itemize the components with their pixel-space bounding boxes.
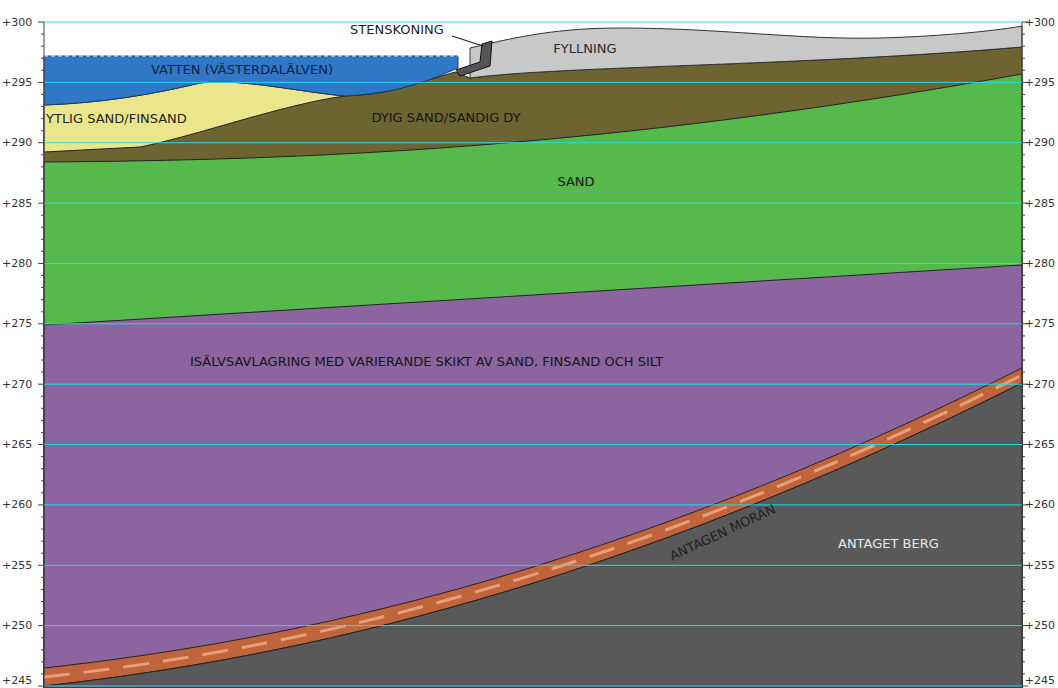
- tick-mark: [38, 504, 44, 505]
- tick-mark: [38, 444, 44, 445]
- layer-label: YTLIG SAND/FINSAND: [46, 112, 187, 125]
- tick-mark: [38, 323, 44, 324]
- tick-mark: [38, 263, 44, 264]
- elevation-label: +245: [2, 675, 32, 686]
- elevation-label: +295: [2, 77, 32, 88]
- tick-mark: [38, 686, 44, 687]
- grid-line: [44, 82, 1022, 83]
- grid-line: [44, 565, 1022, 566]
- water-body: [44, 56, 458, 105]
- grid-line: [44, 22, 1022, 23]
- elevation-label: +295: [1025, 77, 1055, 88]
- elevation-label: +275: [1025, 318, 1055, 329]
- elevation-label: +300: [1025, 17, 1055, 28]
- tick-mark: [38, 565, 44, 566]
- callout-label: STENSKONING: [350, 23, 444, 36]
- tick-mark: [38, 384, 44, 385]
- grid-line: [44, 263, 1022, 264]
- elevation-label: +290: [1025, 137, 1055, 148]
- grid-line: [44, 504, 1022, 505]
- grid-line: [44, 203, 1022, 204]
- fill-layer: [470, 26, 1022, 78]
- elevation-label: +285: [2, 198, 32, 209]
- elevation-label: +270: [2, 379, 32, 390]
- elevation-label: +280: [1025, 258, 1055, 269]
- elevation-label: +285: [1025, 198, 1055, 209]
- elevation-label: +245: [1025, 675, 1055, 686]
- elevation-grid: [38, 22, 1028, 686]
- grid-line: [44, 323, 1022, 324]
- elevation-label: +255: [2, 560, 32, 571]
- elevation-label: +265: [2, 439, 32, 450]
- elevation-label: +250: [1025, 620, 1055, 631]
- elevation-label: +270: [1025, 379, 1055, 390]
- layer-label: VATTEN (VÄSTERDALÄLVEN): [151, 63, 333, 76]
- tick-mark: [38, 203, 44, 204]
- layer-label: FYLLNING: [553, 42, 616, 55]
- leader-line: [452, 36, 483, 46]
- layer-label: DYIG SAND/SANDIG DY: [371, 111, 520, 124]
- elevation-label: +275: [2, 318, 32, 329]
- elevation-label: +290: [2, 137, 32, 148]
- grid-line: [44, 444, 1022, 445]
- elevation-label: +300: [2, 17, 32, 28]
- bedrock-layer: [44, 383, 1022, 688]
- grid-line: [44, 625, 1022, 626]
- grid-line: [44, 686, 1022, 687]
- tick-mark: [38, 82, 44, 83]
- elevation-label: +260: [1025, 499, 1055, 510]
- elevation-label: +280: [2, 258, 32, 269]
- elevation-label: +250: [2, 620, 32, 631]
- grid-line: [44, 384, 1022, 385]
- grid-line: [44, 142, 1022, 143]
- sand-layer: [44, 74, 1022, 688]
- layer-label: SAND: [557, 175, 594, 188]
- stone-toe: [456, 41, 492, 76]
- water-surface: [44, 56, 458, 57]
- glaciofluvial-layer: [44, 265, 1022, 688]
- axis-line: [44, 22, 45, 688]
- axis-line: [1022, 22, 1023, 688]
- tick-mark: [38, 625, 44, 626]
- layer-label: ANTAGET BERG: [838, 537, 939, 550]
- elevation-label: +260: [2, 499, 32, 510]
- elevation-label: +255: [1025, 560, 1055, 571]
- elevation-label: +265: [1025, 439, 1055, 450]
- layer-label: ISÄLVSAVLAGRING MED VARIERANDE SKIKT AV …: [190, 355, 663, 368]
- dyig-sand-layer: [44, 47, 1022, 688]
- tick-mark: [38, 22, 44, 23]
- tick-mark: [38, 142, 44, 143]
